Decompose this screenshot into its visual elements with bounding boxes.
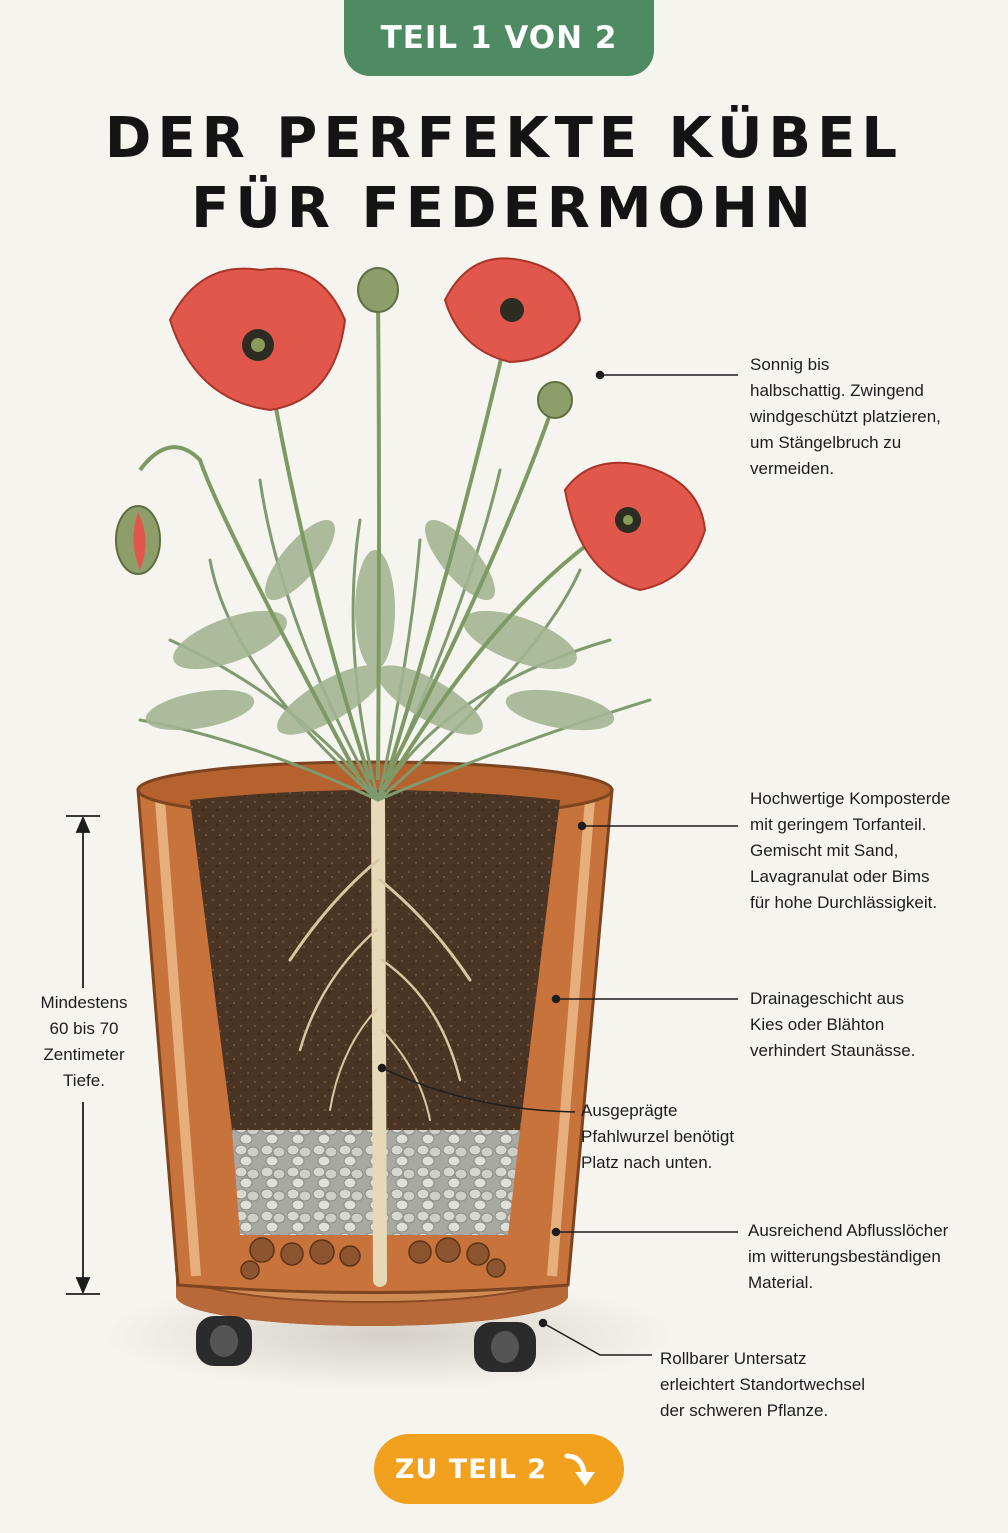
arrow-down-right-icon: [564, 1453, 596, 1486]
caster-wheels: [196, 1316, 536, 1372]
part-badge: TEIL 1 VON 2: [344, 0, 654, 76]
clay-pellets: [240, 1237, 506, 1280]
title-line-1: DER PERFEKTE KÜBEL: [104, 106, 904, 171]
annotation-depth: Mindestens 60 bis 70 Zentimeter Tiefe.: [40, 993, 128, 1090]
poppy-seed-pods: [357, 267, 573, 419]
title-line-2: FÜR FEDERMOHN: [191, 176, 817, 241]
annotation-sun-location: Sonnig bis halbschattig. Zwingend windge…: [750, 355, 941, 478]
foliage-leaflets: [145, 519, 615, 735]
annotation-soil: Hochwertige Komposterde mit geringem Tor…: [750, 789, 951, 912]
depth-marker: [66, 815, 100, 1295]
annotation-drainage: Drainageschicht aus Kies oder Blähton ve…: [750, 989, 916, 1060]
poppy-bud: [115, 505, 161, 575]
poppy-flower-3: [563, 461, 707, 592]
taproot: [288, 793, 472, 1287]
annotation-drain-holes: Ausreichend Abflusslöcher im witterungsb…: [748, 1221, 949, 1292]
annotation-leaders: [377, 370, 738, 1356]
page-title: DER PERFEKTE KÜBEL FÜR FEDERMOHN: [0, 104, 1008, 244]
poppy-flower-1: [168, 267, 347, 412]
annotation-taproot: Ausgeprägte Pfahlwurzel benötigt Platz n…: [581, 1101, 735, 1172]
next-part-label: ZU TEIL 2: [394, 1453, 548, 1485]
poppy-flower-2: [443, 257, 582, 364]
annotation-rolling-base: Rollbarer Untersatz erleichtert Standort…: [660, 1349, 866, 1420]
next-part-button[interactable]: ZU TEIL 2: [374, 1434, 624, 1504]
